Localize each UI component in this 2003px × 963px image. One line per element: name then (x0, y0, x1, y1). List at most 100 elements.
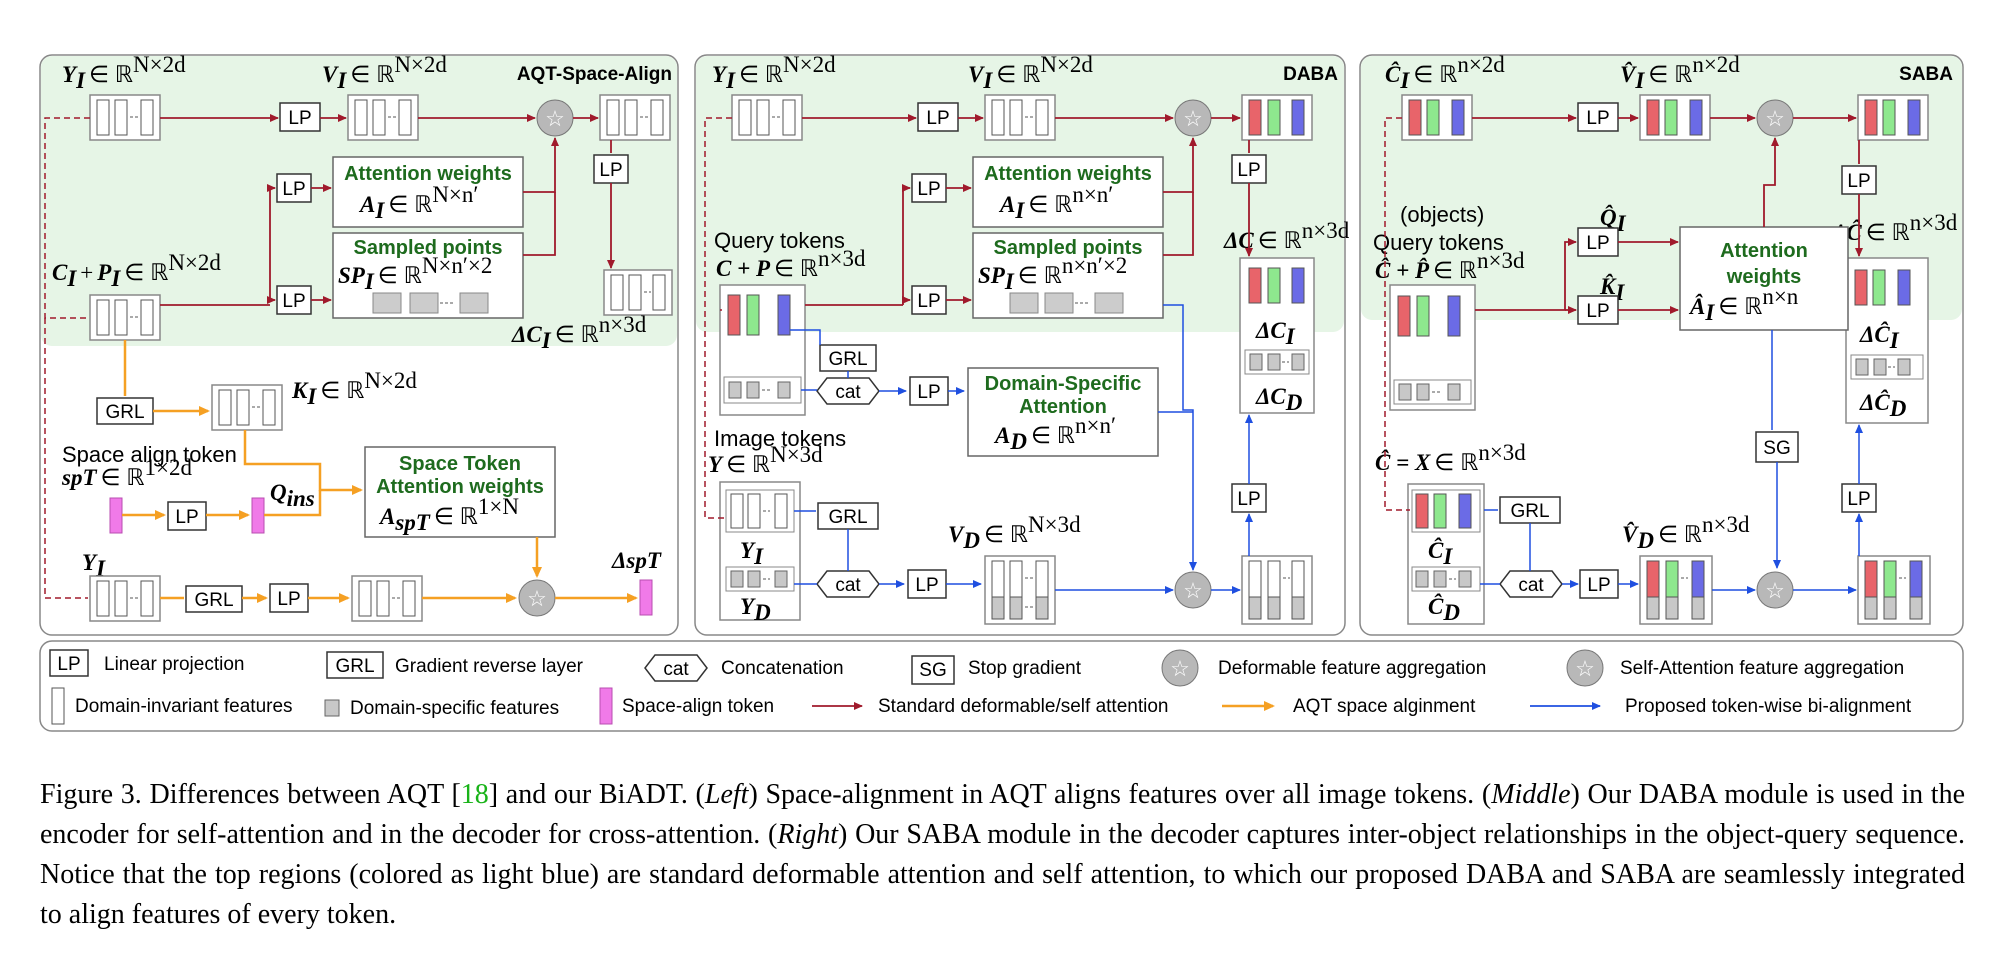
svg-text:Attention: Attention (1019, 396, 1107, 418)
right-attention-weights: Attention weights ÂI∈ ℝn×n (1679, 226, 1849, 331)
svg-text:GRL: GRL (105, 402, 144, 423)
svg-text:AI∈ ℝN×n′: AI∈ ℝN×n′ (358, 182, 478, 223)
svg-text:LP: LP (1847, 489, 1870, 510)
svg-text:☆: ☆ (1183, 578, 1203, 603)
svg-text:☆: ☆ (1183, 106, 1203, 131)
right-grl: GRL (1499, 496, 1561, 524)
legend-standard: Standard deformable/self attention (812, 696, 1168, 717)
middle-y-features (731, 94, 803, 141)
right-v-label: V̂I∈ ℝn×2d (1620, 52, 1740, 93)
left-attention-weights: Attention weights AI∈ ℝN×n′ (332, 156, 524, 228)
left-lp-spt: LP (167, 501, 207, 531)
svg-text:Self-Attention feature aggrega: Self-Attention feature aggregation (1620, 658, 1904, 679)
legend-deform: ☆ Deformable feature aggregation (1161, 649, 1486, 687)
svg-text:SPI∈ ℝN×n′×2: SPI∈ ℝN×n′×2 (338, 253, 492, 294)
left-y-label: YI∈ ℝN×2d (62, 52, 186, 93)
svg-text:GRL: GRL (194, 590, 233, 611)
middle-v-label: VI∈ ℝN×2d (968, 52, 1093, 93)
middle-cp-label: C + P∈ ℝn×3d (716, 246, 866, 281)
middle-out-features-2 (1241, 555, 1313, 625)
right-lp-1: LP (1577, 102, 1619, 132)
right-lp-q: LP (1577, 227, 1619, 257)
middle-image-box: YI YD (719, 481, 801, 625)
middle-dc-box: ΔCI ΔCD (1239, 257, 1315, 415)
svg-text:YI: YI (740, 538, 764, 569)
right-k-label: K̂I (1599, 273, 1625, 305)
legend-cat: cat Concatenation (644, 654, 844, 682)
svg-text:ΔĈD: ΔĈD (1859, 389, 1907, 421)
caption-text-1: Differences between AQT [ (141, 779, 461, 810)
left-lp-1: LP (279, 102, 321, 132)
left-spt-token (109, 497, 123, 534)
caption-text-2: ] and our BiADT. ( (488, 779, 705, 810)
left-grl-2: GRL (185, 585, 243, 613)
svg-text:weights: weights (1726, 266, 1801, 288)
caption-right: Right (777, 819, 839, 850)
left-lp-out: LP (593, 154, 629, 184)
svg-text:LP: LP (1586, 108, 1609, 129)
right-self-attention-aggregation: ☆ (1756, 99, 1794, 137)
left-dspt-token (639, 579, 653, 616)
panel-left-title: AQT-Space-Align (517, 64, 672, 85)
left-dc-features (603, 269, 673, 316)
svg-text:ΔCI: ΔCI (1255, 318, 1296, 349)
left-lp-samp: LP (276, 285, 312, 315)
middle-attention-weights: Attention weights AI∈ ℝn×n′ (972, 156, 1164, 228)
svg-text:ΔĈI: ΔĈI (1859, 321, 1900, 353)
svg-text:GRL: GRL (828, 507, 867, 528)
legend-invariant: Domain-invariant features (51, 687, 293, 725)
right-out-features (1857, 94, 1929, 141)
right-c-label: ĈI∈ ℝn×2d (1385, 52, 1505, 93)
right-vd-features (1639, 555, 1713, 625)
middle-lp-up: LP (1231, 483, 1267, 513)
left-y-features (89, 94, 161, 141)
svg-text:AQT space alginment: AQT space alginment (1293, 696, 1476, 717)
svg-text:LP: LP (282, 179, 305, 200)
middle-lp-out: LP (1231, 154, 1267, 184)
caption-left: Left (704, 779, 749, 810)
right-cp-label: Ĉ + P̂∈ ℝn×3d (1375, 248, 1525, 283)
panel-middle-title: DABA (1283, 64, 1338, 85)
svg-text:GRL: GRL (335, 656, 374, 677)
right-query-caption: Query tokens (1373, 230, 1504, 255)
left-dc-label: ΔCI∈ ℝn×3d (511, 312, 647, 353)
left-v-label: VI∈ ℝN×2d (322, 52, 447, 93)
svg-text:Attention: Attention (1720, 240, 1808, 262)
svg-text:Stop gradient: Stop gradient (968, 658, 1082, 679)
svg-text:☆: ☆ (545, 106, 565, 131)
right-cx-box: ĈI ĈD (1407, 483, 1485, 625)
svg-text:Attention weights: Attention weights (984, 163, 1152, 185)
svg-text:ĈD: ĈD (1428, 593, 1460, 625)
right-query-box (1389, 284, 1476, 411)
svg-text:LP: LP (277, 589, 300, 610)
figure-caption: Figure 3. Differences between AQT [18] a… (40, 775, 1965, 935)
svg-text:LP: LP (917, 291, 940, 312)
svg-text:ĈI: ĈI (1428, 537, 1453, 569)
svg-text:LP: LP (1586, 301, 1609, 322)
svg-text:LP: LP (917, 179, 940, 200)
svg-text:☆: ☆ (1575, 656, 1595, 681)
left-space-token-attention: Space Token Attention weights AspT∈ ℝ1×N (364, 446, 556, 538)
legend-specific: Domain-specific features (324, 698, 559, 719)
left-self-attention-aggregation: ☆ (518, 579, 556, 617)
right-sg: SG (1755, 431, 1799, 463)
left-lp-attn: LP (276, 173, 312, 203)
svg-text:Space Token: Space Token (399, 453, 521, 475)
svg-text:☆: ☆ (1765, 106, 1785, 131)
left-cp-label: CI+PI∈ ℝN×2d (52, 250, 221, 291)
legend-sg: SG Stop gradient (911, 655, 1082, 685)
right-dc-box: ΔĈI ΔĈD (1845, 257, 1929, 424)
caption-reference-link[interactable]: 18 (460, 779, 489, 810)
svg-text:LP: LP (599, 160, 622, 181)
svg-text:cat: cat (835, 575, 861, 596)
middle-v-features (984, 94, 1056, 141)
svg-text:Standard deformable/self atte: Standard deformable/self attention (878, 696, 1168, 717)
svg-text:Sampled points: Sampled points (994, 237, 1143, 259)
right-lp-vd: LP (1579, 569, 1619, 599)
svg-text:SPI∈ ℝn×n′×2: SPI∈ ℝn×n′×2 (978, 253, 1127, 294)
left-lp-y2: LP (269, 583, 309, 613)
left-v-features (347, 94, 419, 141)
middle-domain-specific-attention: Domain-Specific Attention AD∈ ℝn×n′ (967, 367, 1159, 457)
legend-lp: LP Linear projection (49, 649, 244, 677)
middle-panel-content: YI∈ ℝN×2d VI∈ ℝN×2d LP ☆ (704, 52, 1350, 625)
